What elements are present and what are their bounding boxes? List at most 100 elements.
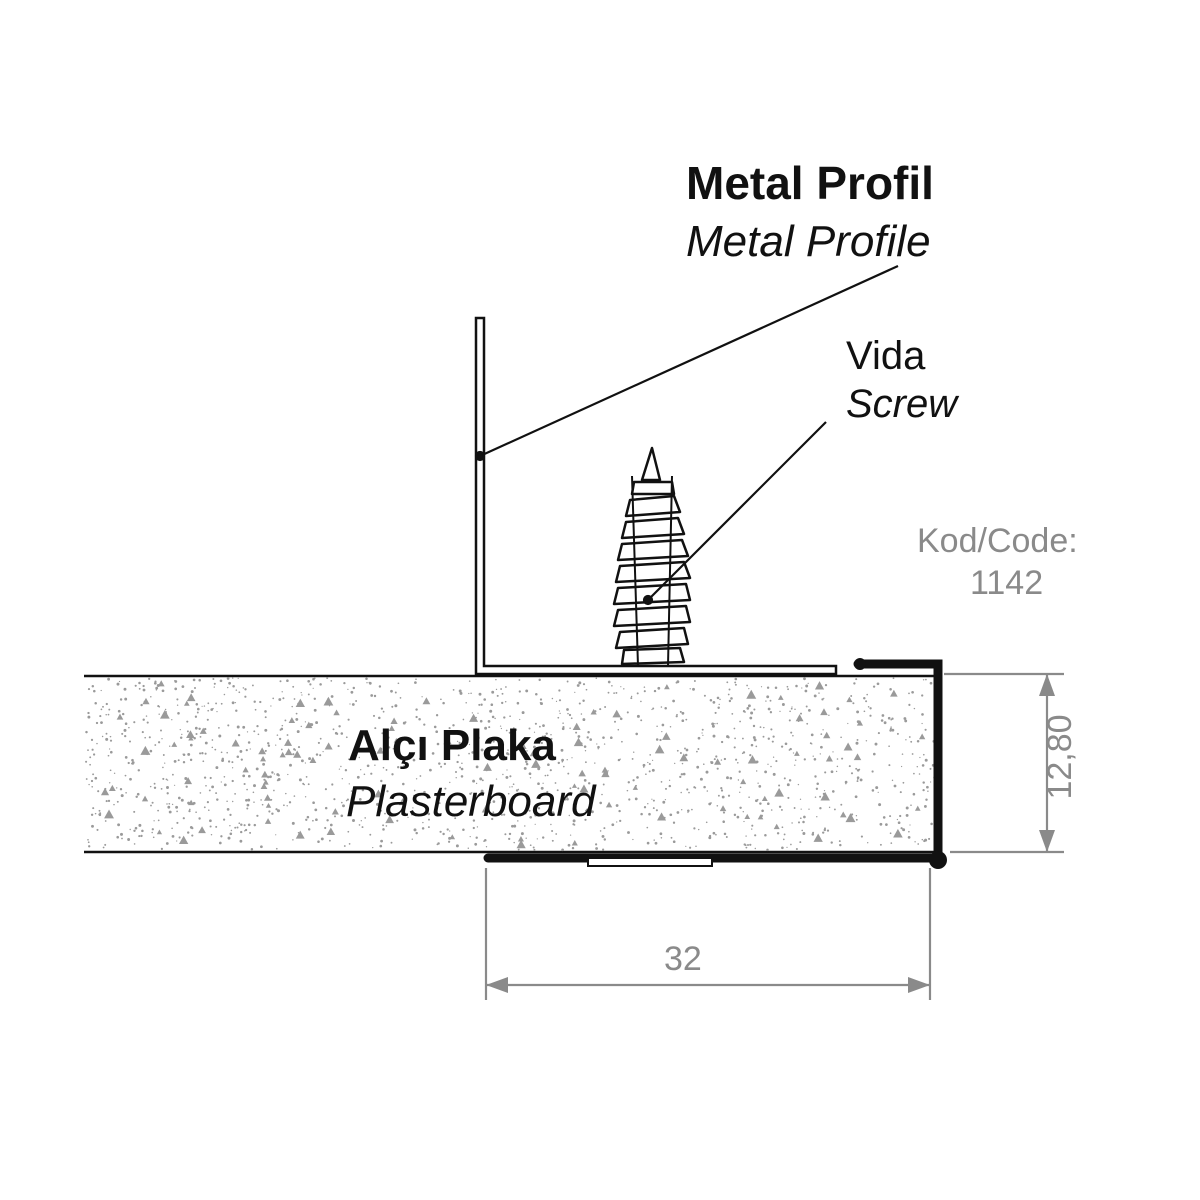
texture-dot <box>489 709 493 713</box>
texture-dot <box>501 801 504 804</box>
texture-dot <box>213 686 215 688</box>
texture-dot <box>188 808 191 811</box>
texture-dot <box>447 840 451 843</box>
texture-dot <box>209 819 212 823</box>
texture-dot <box>804 689 808 693</box>
texture-dot <box>151 831 153 834</box>
texture-dot <box>685 845 687 848</box>
texture-dot <box>368 681 372 685</box>
texture-dot <box>345 799 348 802</box>
texture-dot <box>603 827 606 830</box>
texture-dot <box>121 732 124 735</box>
texture-dot <box>856 776 860 779</box>
texture-dot <box>349 703 351 705</box>
texture-dot <box>194 715 198 718</box>
texture-grain <box>679 753 689 762</box>
texture-dot <box>648 770 651 773</box>
texture-dot <box>517 848 520 851</box>
texture-dot <box>192 801 196 805</box>
texture-dot <box>443 762 447 766</box>
texture-dot <box>390 689 393 693</box>
texture-dot <box>282 697 285 700</box>
texture-dot <box>684 753 688 757</box>
texture-dot <box>652 707 655 710</box>
texture-dot <box>138 823 142 827</box>
texture-dot <box>227 686 229 689</box>
texture-dot <box>586 736 589 739</box>
texture-dot <box>340 814 344 818</box>
texture-grain <box>820 708 828 716</box>
texture-dot <box>909 824 911 826</box>
texture-dot <box>689 846 692 849</box>
texture-dot <box>554 782 557 784</box>
texture-dot <box>141 829 144 833</box>
texture-dot <box>314 808 318 812</box>
texture-dot <box>578 702 581 705</box>
texture-dot <box>520 832 524 836</box>
texture-dot <box>177 796 181 800</box>
texture-grain <box>295 830 305 839</box>
texture-dot <box>681 809 683 811</box>
texture-grain <box>517 836 524 842</box>
texture-dot <box>672 699 675 703</box>
texture-dot <box>244 688 247 691</box>
texture-dot <box>264 710 267 713</box>
texture-dot <box>204 752 207 755</box>
texture-dot <box>551 839 554 842</box>
texture-dot <box>171 803 174 806</box>
texture-dot <box>171 827 173 830</box>
texture-dot <box>440 698 442 701</box>
texture-dot <box>174 680 178 683</box>
texture-dot <box>803 815 806 819</box>
texture-dot <box>194 726 198 730</box>
texture-dot <box>800 808 802 810</box>
texture-dot <box>312 801 315 805</box>
texture-dot <box>640 719 643 722</box>
texture-dot <box>866 693 868 696</box>
texture-dot <box>525 762 529 766</box>
texture-dot <box>133 721 136 724</box>
texture-dot <box>181 733 183 736</box>
texture-dot <box>558 689 561 692</box>
texture-dot <box>847 722 849 725</box>
texture-dot <box>149 785 152 788</box>
texture-dot <box>642 763 646 767</box>
texture-dot <box>873 752 876 756</box>
texture-dot <box>517 820 519 822</box>
texture-grain <box>108 784 116 791</box>
texture-dot <box>471 751 475 754</box>
texture-dot <box>180 798 184 802</box>
texture-dot <box>249 748 251 750</box>
texture-dot <box>186 730 189 733</box>
metal-profile-label-en: Metal Profile <box>686 217 931 266</box>
texture-dot <box>264 716 267 719</box>
texture-dot <box>145 715 148 717</box>
texture-dot <box>355 700 358 702</box>
texture-dot <box>166 803 168 805</box>
texture-dot <box>766 686 770 689</box>
texture-dot <box>766 848 769 852</box>
texture-dot <box>851 813 854 816</box>
plasterboard-label-tr: Alçı Plaka <box>348 721 556 770</box>
texture-dot <box>344 769 348 772</box>
texture-dot <box>525 760 528 763</box>
texture-dot <box>116 800 119 803</box>
texture-dot <box>415 831 418 835</box>
texture-dot <box>838 840 841 843</box>
texture-dot <box>801 829 804 832</box>
texture-dot <box>455 777 457 779</box>
texture-dot <box>653 689 657 693</box>
metal-profile <box>474 316 838 676</box>
texture-dot <box>929 767 932 770</box>
texture-dot <box>680 791 682 794</box>
texture-dot <box>352 686 356 690</box>
texture-dot <box>882 816 886 819</box>
texture-grain <box>632 785 638 790</box>
texture-dot <box>823 828 827 832</box>
texture-dot <box>819 795 822 798</box>
texture-dot <box>921 764 925 767</box>
texture-dot <box>491 690 495 694</box>
texture-dot <box>693 786 696 789</box>
texture-dot <box>252 791 255 794</box>
texture-dot <box>525 837 527 839</box>
